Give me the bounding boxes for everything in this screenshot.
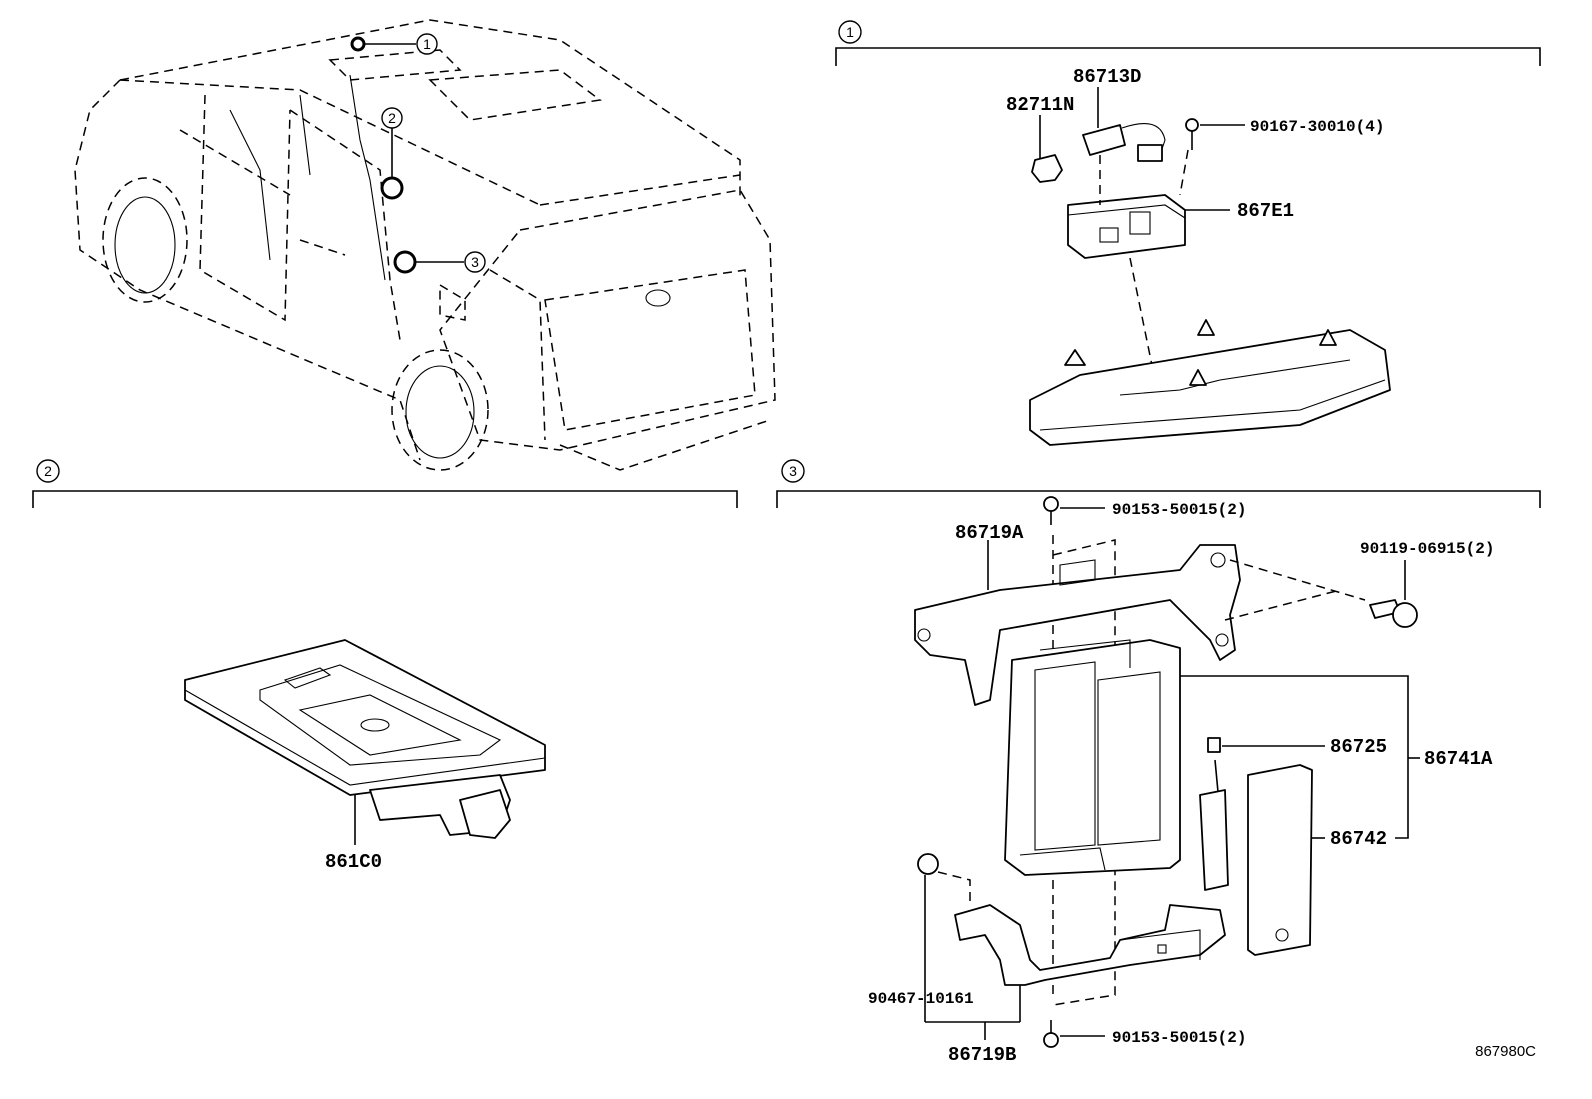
svg-text:3: 3 [789,463,797,479]
label-86719B: 86719B [948,1044,1016,1066]
label-86713D: 86713D [1073,66,1141,88]
vehicle-callout-2: 2 [381,107,403,129]
label-86741A: 86741A [1424,748,1493,770]
svg-text:1: 1 [846,24,854,40]
section-2-header: 2 [32,459,738,508]
svg-text:3: 3 [471,254,479,270]
label-90153-50015-bottom: 90153-50015(2) [1112,1029,1246,1047]
vehicle-callout-3: 3 [464,251,486,273]
label-90167-30010: 90167-30010(4) [1250,118,1384,136]
label-86725: 86725 [1330,736,1387,758]
label-86719A: 86719A [955,522,1024,544]
svg-text:2: 2 [44,463,52,479]
vehicle-illustration [74,19,776,471]
svg-text:1: 1 [423,36,431,52]
label-82711N: 82711N [1006,94,1074,116]
section-3-header: 3 [776,459,1541,508]
section-1-header: 1 [835,20,1541,66]
svg-text:2: 2 [388,110,396,126]
section-2-parts [184,639,546,845]
label-90119-06915: 90119-06915(2) [1360,540,1494,558]
label-867E1: 867E1 [1237,200,1294,222]
label-90467-10161: 90467-10161 [868,990,974,1008]
label-90153-50015-top: 90153-50015(2) [1112,501,1246,519]
section-3-parts [914,496,1420,1048]
label-86742: 86742 [1330,828,1387,850]
label-861C0: 861C0 [325,851,382,873]
vehicle-callout-1: 1 [416,33,438,55]
section-1-parts [1029,87,1391,446]
diagram-id: 867980C [1475,1043,1536,1060]
